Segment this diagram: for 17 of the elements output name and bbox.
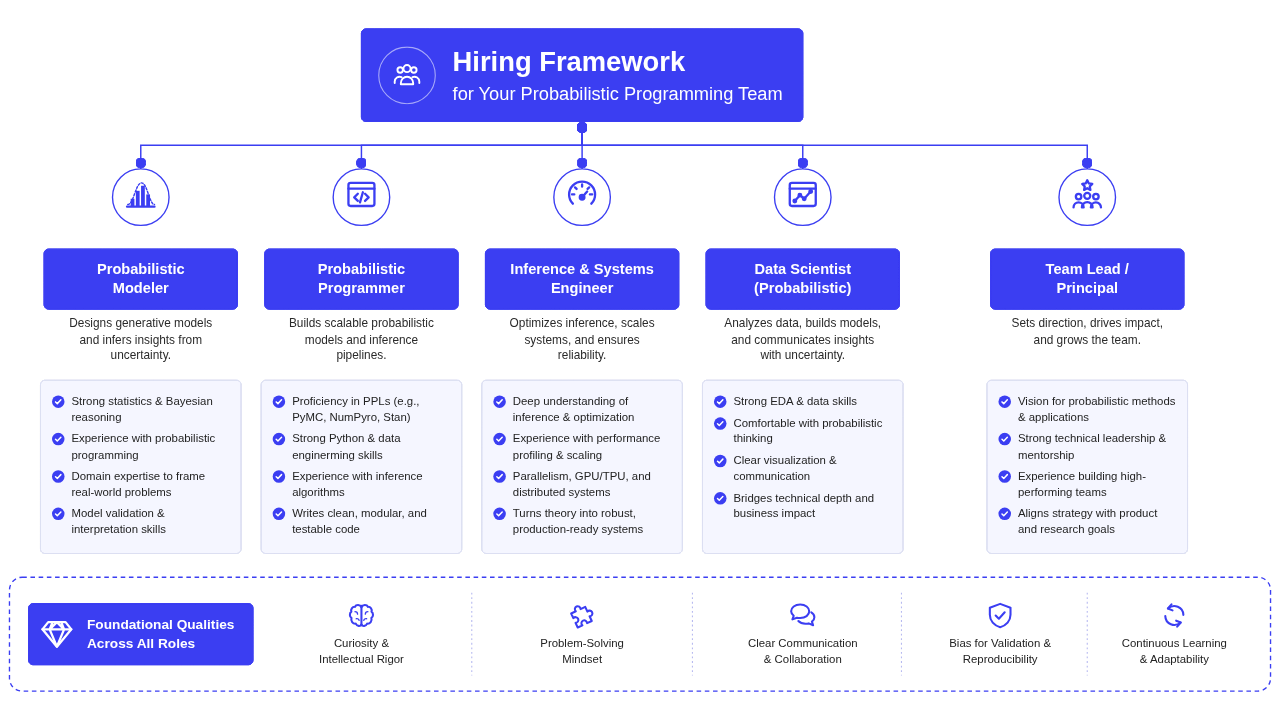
- node-circle: [332, 168, 391, 227]
- connector: [576, 120, 1093, 170]
- node-circle: [111, 168, 170, 227]
- node-text: Bias for Validation & Reproducibility: [949, 637, 1052, 666]
- node-text: Continuous Learning & Adaptability: [1121, 637, 1227, 666]
- role-description: Optimizes inference, scales systems, and ensures reliability.: [508, 315, 656, 364]
- node-circle: [773, 168, 832, 227]
- node-circle: [1058, 168, 1117, 227]
- node-text: Problem-Solving Mindset: [540, 637, 624, 666]
- node-text: Curiosity & Intellectual Rigor: [318, 637, 404, 666]
- role-description: Designs generative models and infers insights from uncertainty.: [68, 315, 214, 364]
- cluster: [8, 576, 1272, 692]
- node-circle: [553, 168, 612, 227]
- node-text: Clear Communication & Collaboration: [747, 637, 858, 666]
- role-description: Analyzes data, builds models, and communicates insights with uncertainty.: [723, 315, 883, 364]
- role-description: Sets direction, drives impact, and grows the team.: [1010, 315, 1164, 348]
- role-description: Builds scalable probabilistic models and inference pipelines.: [287, 315, 435, 364]
